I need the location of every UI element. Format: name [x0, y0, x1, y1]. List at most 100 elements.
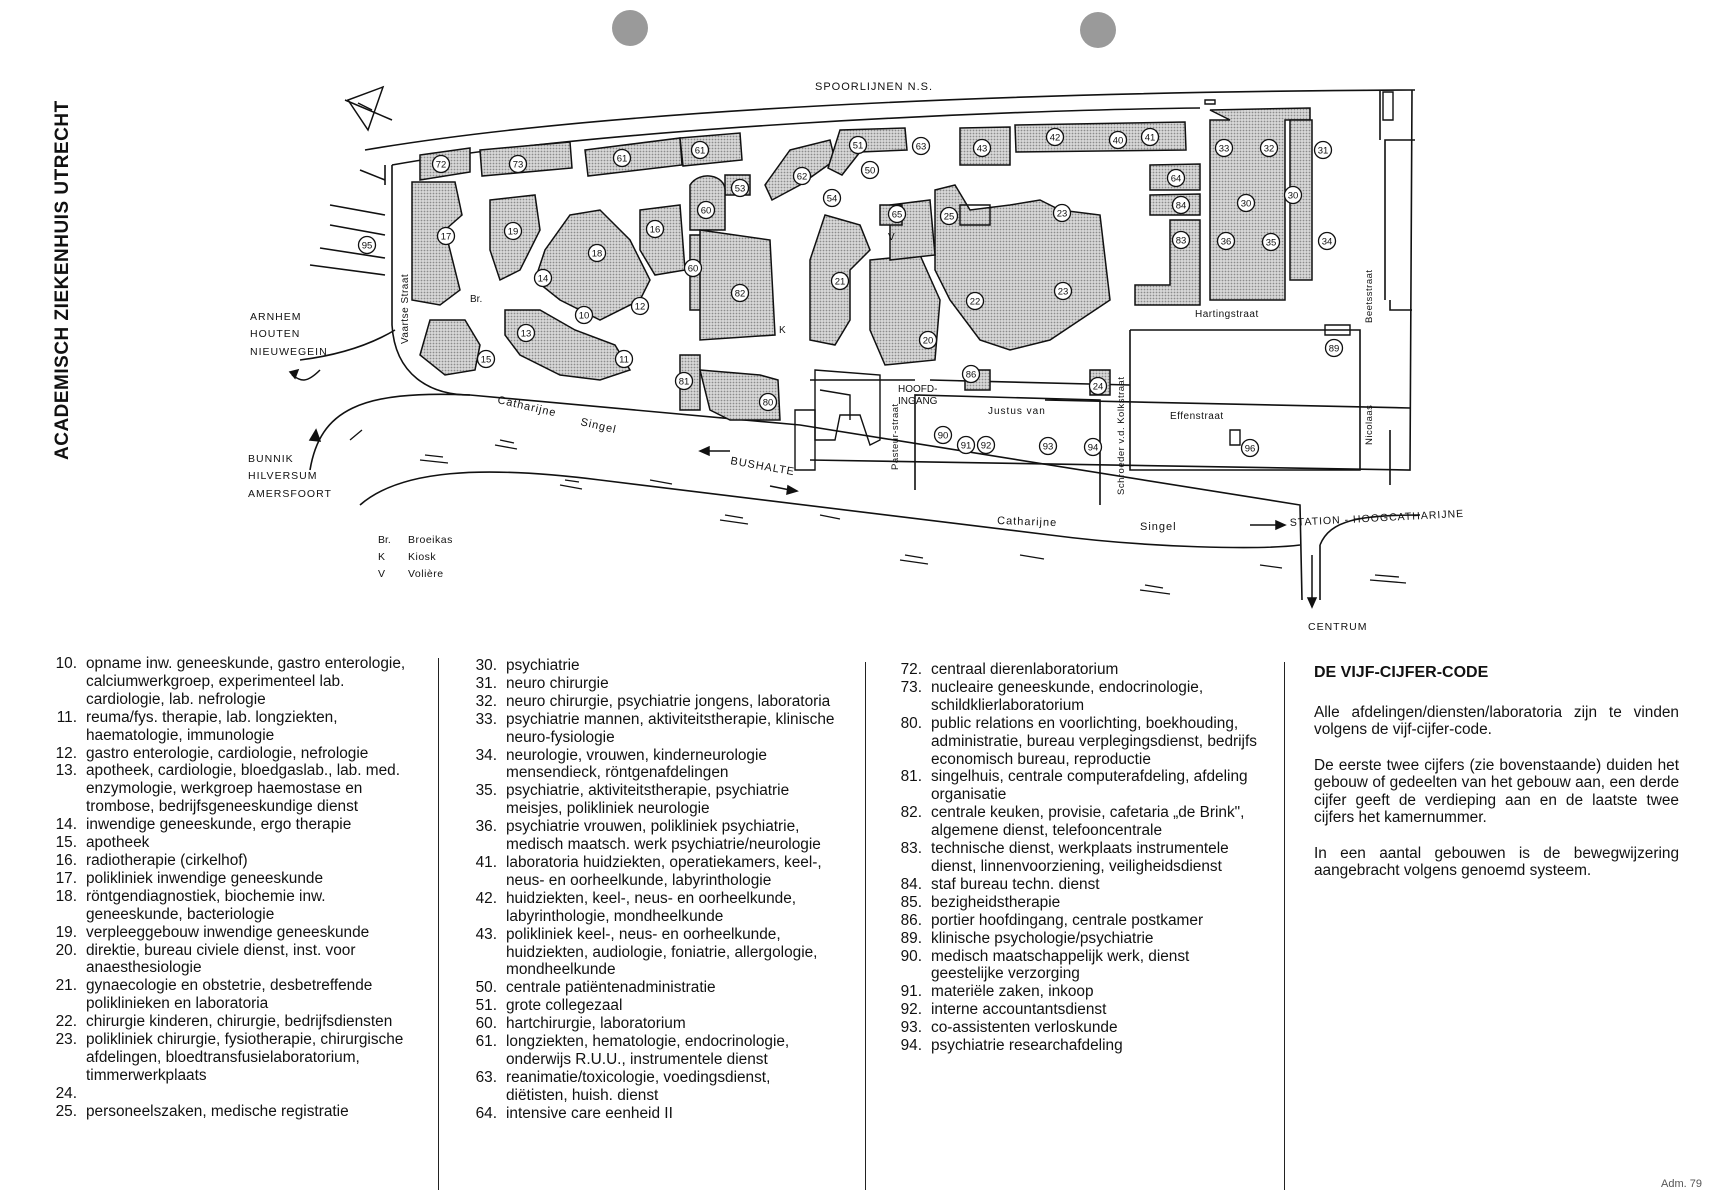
building-marker-circle	[1108, 130, 1128, 150]
street-vaartse: Vaartse Straat	[400, 274, 411, 344]
legend-entry: 16.radiotherapie (cirkelhof)	[40, 852, 410, 870]
legend-entry-text: staf bureau techn. dienst	[931, 875, 1100, 893]
punch-hole-left	[612, 10, 648, 46]
code-box-title: DE VIJF-CIJFER-CODE	[1314, 664, 1489, 681]
legend-entry-text: psychiatrie vrouwen, polikliniek psychia…	[506, 818, 821, 854]
legend-entry: 31.neuro chirurgie	[460, 675, 835, 693]
legend-entry: 61.longziekten, hematologie, endocrinolo…	[460, 1033, 835, 1069]
north-arrow-icon	[344, 85, 393, 132]
building-marker-number: 23	[1057, 209, 1068, 220]
street-hartingstraat: Hartingstraat	[1195, 309, 1259, 320]
building-marker-number: 30	[1241, 199, 1252, 210]
building-marker-circle	[1240, 438, 1260, 458]
legend-entry-number: 20.	[55, 941, 77, 959]
building-marker-number: 94	[1088, 443, 1099, 454]
legend-entry-text: portier hoofdingang, centrale postkamer	[931, 911, 1204, 929]
legend-entry-number: 86.	[900, 911, 922, 929]
legend-entry-text: grote collegezaal	[506, 997, 623, 1015]
legend-entry-number: 16.	[55, 851, 77, 869]
legend-entry-number: 22.	[55, 1013, 77, 1031]
building-marker-circle	[1088, 376, 1108, 396]
legend-entry-text: psychiatrie mannen, aktiviteitstherapie,…	[506, 710, 835, 746]
legend-entry-text: materiële zaken, inkoop	[931, 983, 1094, 1001]
legend-entry: 92.interne accountantsdienst	[885, 1001, 1257, 1019]
legend-entry-number: 61.	[475, 1033, 497, 1051]
building-marker-circle	[630, 296, 650, 316]
building-marker-circle	[1214, 138, 1234, 158]
legend-entry-number: 18.	[55, 887, 77, 905]
building-marker-circle	[516, 323, 536, 343]
building-marker-circle	[1259, 138, 1279, 158]
legend-entry-number: 34.	[475, 746, 497, 764]
legend-entry-number: 85.	[900, 893, 922, 911]
legend-entry-number: 25.	[55, 1102, 77, 1120]
building-marker-number: 96	[1245, 444, 1256, 455]
legend-entry-number: 80.	[900, 714, 922, 732]
legend-entry-number: 42.	[475, 889, 497, 907]
legend-entry-number: 30.	[475, 657, 497, 674]
railway-label: SPOORLIJNEN N.S.	[815, 81, 933, 93]
building-marker-circle	[758, 392, 778, 412]
legend-entry: 89.klinische psychologie/psychiatrie	[885, 930, 1257, 948]
building-marker-number: 84	[1176, 201, 1187, 212]
building-marker-circle	[1171, 230, 1191, 250]
legend-entry-text: neurologie, vrouwen, kinderneurologie me…	[506, 746, 767, 782]
building-marker-number: 18	[592, 249, 603, 260]
building-marker-circle	[1083, 437, 1103, 457]
legend-entry: 80.public relations en voorlichting, boe…	[885, 715, 1257, 769]
building-marker-circle	[956, 435, 976, 455]
street-nicolaas: Nicolaas	[1364, 405, 1375, 445]
lot-outlines	[794, 91, 1394, 471]
building-marker-number: 30	[1288, 191, 1299, 202]
building-marker-circle	[612, 148, 632, 168]
legend-entry-text	[86, 1085, 410, 1103]
building-marker-circle	[1324, 338, 1344, 358]
legend-entry-text: personeelszaken, medische registratie	[86, 1102, 349, 1120]
legend-entry-text: opname inw. geneeskunde, gastro enterolo…	[86, 655, 406, 708]
legend-entry: 60.hartchirurgie, laboratorium	[460, 1015, 835, 1033]
building-marker-circle	[1171, 195, 1191, 215]
street-beetsstraat: Beetsstraat	[1364, 269, 1375, 323]
building-marker-number: 33	[1219, 144, 1230, 155]
building-marker-number: 17	[441, 232, 452, 243]
legend-entry-text: huidziekten, keel-, neus- en oorheelkund…	[506, 889, 797, 925]
legend-entry-text: apotheek	[86, 834, 150, 852]
key-abbr-k: K	[378, 551, 385, 563]
legend-entry-text: chirurgie kinderen, chirurgie, bedrijfsd…	[86, 1013, 393, 1031]
building-marker-number: 20	[923, 336, 934, 347]
legend-entry: 32.neuro chirurgie, psychiatrie jongens,…	[460, 693, 835, 711]
building-marker-circle	[1283, 185, 1303, 205]
legend-entry-text: polikliniek chirurgie, fysiotherapie, ch…	[86, 1031, 404, 1084]
direction-southwest-1: BUNNIK	[248, 453, 294, 465]
legend-entry-text: nucleaire geneeskunde, endocrinologie, s…	[931, 678, 1204, 714]
building-marker-circle	[1053, 281, 1073, 301]
building-marker-number: 61	[695, 146, 706, 157]
legend-entry: 86. portier hoofdingang, centrale postkam…	[885, 912, 1257, 930]
legend-entry-number: 81.	[900, 768, 922, 786]
legend-entry-text: direktie, bureau civiele dienst, inst. v…	[86, 941, 356, 977]
legend-entry-number: 23.	[55, 1031, 77, 1049]
legend-entry-text: reanimatie/toxicologie, voedingsdienst, …	[506, 1068, 771, 1104]
legend-entry: 30.psychiatrie	[460, 657, 835, 675]
building-marker-circle	[1317, 231, 1337, 251]
building-marker-circle	[1236, 193, 1256, 213]
legend-entry-text: reuma/fys. therapie, lab. longziekten, h…	[86, 708, 338, 744]
legend-entry-number: 41.	[475, 853, 497, 871]
legend-entry-number: 32.	[475, 692, 497, 710]
hoofdingang-label-1: HOOFD-	[898, 384, 937, 395]
building-marker-number: 54	[827, 194, 838, 205]
building-marker-number: 53	[735, 184, 746, 195]
legend-entry: 81.singelhuis, centrale computerafdeling…	[885, 768, 1257, 804]
building-marker-circle	[848, 135, 868, 155]
legend-column-1: 10.opname inw. geneeskunde, gastro enter…	[40, 655, 410, 1121]
legend-entry-number: 84.	[900, 875, 922, 893]
building-marker-number: 51	[853, 141, 864, 152]
building-marker-number: 12	[635, 302, 646, 313]
legend-entry-text: polikliniek keel-, neus- en oorheelkunde…	[506, 925, 818, 979]
legend-entry-number: 64.	[475, 1104, 497, 1122]
street-justus: Justus van	[988, 406, 1046, 417]
legend-entry: 14.inwendige geneeskunde, ergo therapie	[40, 816, 410, 834]
